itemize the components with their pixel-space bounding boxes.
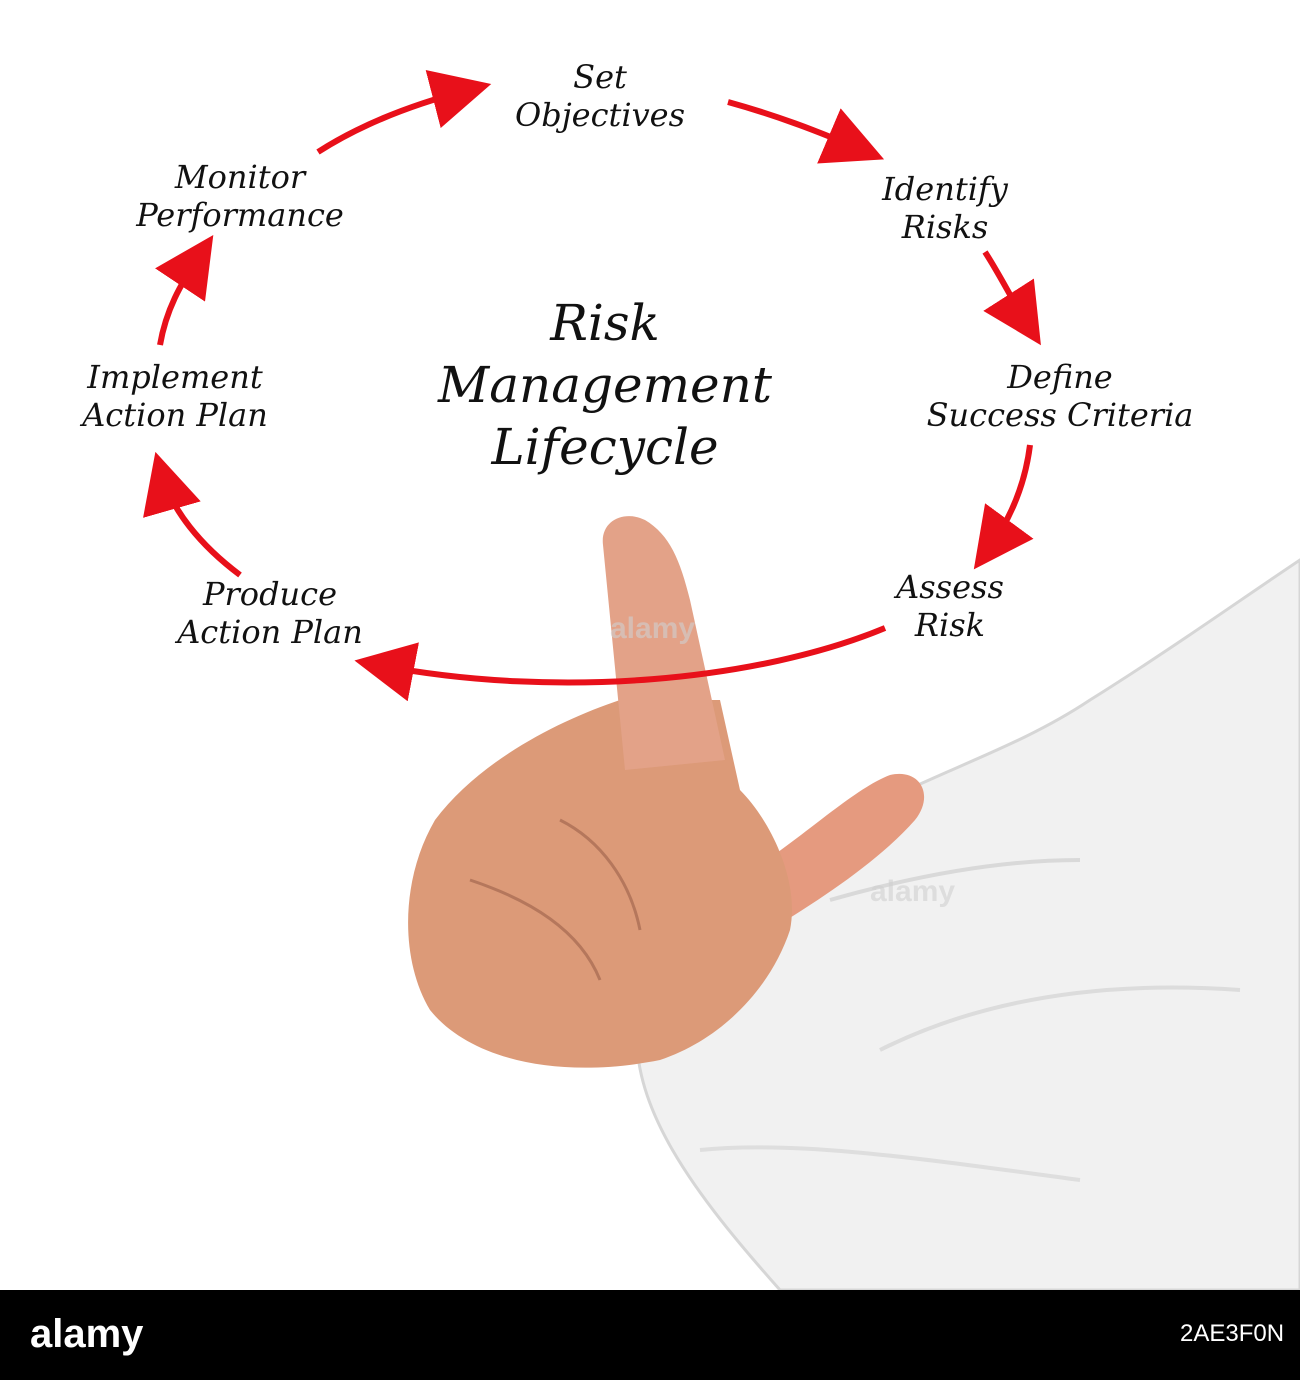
step-line: Set [573,58,627,96]
footer-bar: alamy 2AE3F0N [0,1290,1300,1380]
step-line: Objectives [514,96,686,134]
step-line: Assess [896,568,1004,606]
step-line: Success Criteria [926,396,1194,434]
shirt-fold [879,985,1241,1052]
step-line: Risk [914,606,986,644]
step-set-objectives: Set Objectives [470,58,730,134]
step-produce-action-plan: Produce Action Plan [120,575,420,651]
knuckle-line [469,878,602,981]
step-line: Identify [882,170,1008,208]
hand-palm [408,700,792,1068]
arrow-monitor-to-set [316,69,492,155]
title-line: Lifecycle [491,418,719,476]
diagram-title: Risk Management Lifecycle [360,292,850,478]
step-identify-risks: Identify Risks [830,170,1060,246]
step-line: Produce [202,575,338,613]
diagram-stage: Risk Management Lifecycle Set Objectives… [30,58,1300,1292]
alamy-logo: alamy [30,1312,144,1356]
arrow-implement-to-monitor [155,235,214,346]
step-implement-action-plan: Implement Action Plan [30,358,320,434]
step-line: Define [1007,358,1113,396]
step-line: Monitor [174,158,306,196]
knuckle-line [559,818,642,931]
step-monitor-performance: Monitor Performance [85,158,395,234]
step-line: Action Plan [177,613,363,651]
arrow-produce-to-implement [143,451,242,578]
step-line: Risks [901,208,989,246]
watermark: alamy [610,612,696,645]
title-line: Management [438,356,772,414]
lifecycle-diagram [143,69,1300,1292]
shirt-fold [699,1145,1081,1182]
arrow-define-to-assess [973,444,1034,570]
shirt-fold [829,858,1081,902]
step-assess-risk: Assess Risk [850,568,1050,644]
step-line: Performance [136,196,344,234]
watermark: alamy [870,875,956,908]
arrow-identify-to-define [982,250,1041,346]
step-define-success-criteria: Define Success Criteria [860,358,1260,434]
image-id: 2AE3F0N [1180,1320,1285,1347]
title-line: Risk [550,294,660,352]
step-line: Implement [87,358,263,396]
step-line: Action Plan [82,396,268,434]
index-finger [602,516,725,770]
arrow-set-to-identify [727,99,885,164]
arrow-assess-to-produce [354,625,887,702]
